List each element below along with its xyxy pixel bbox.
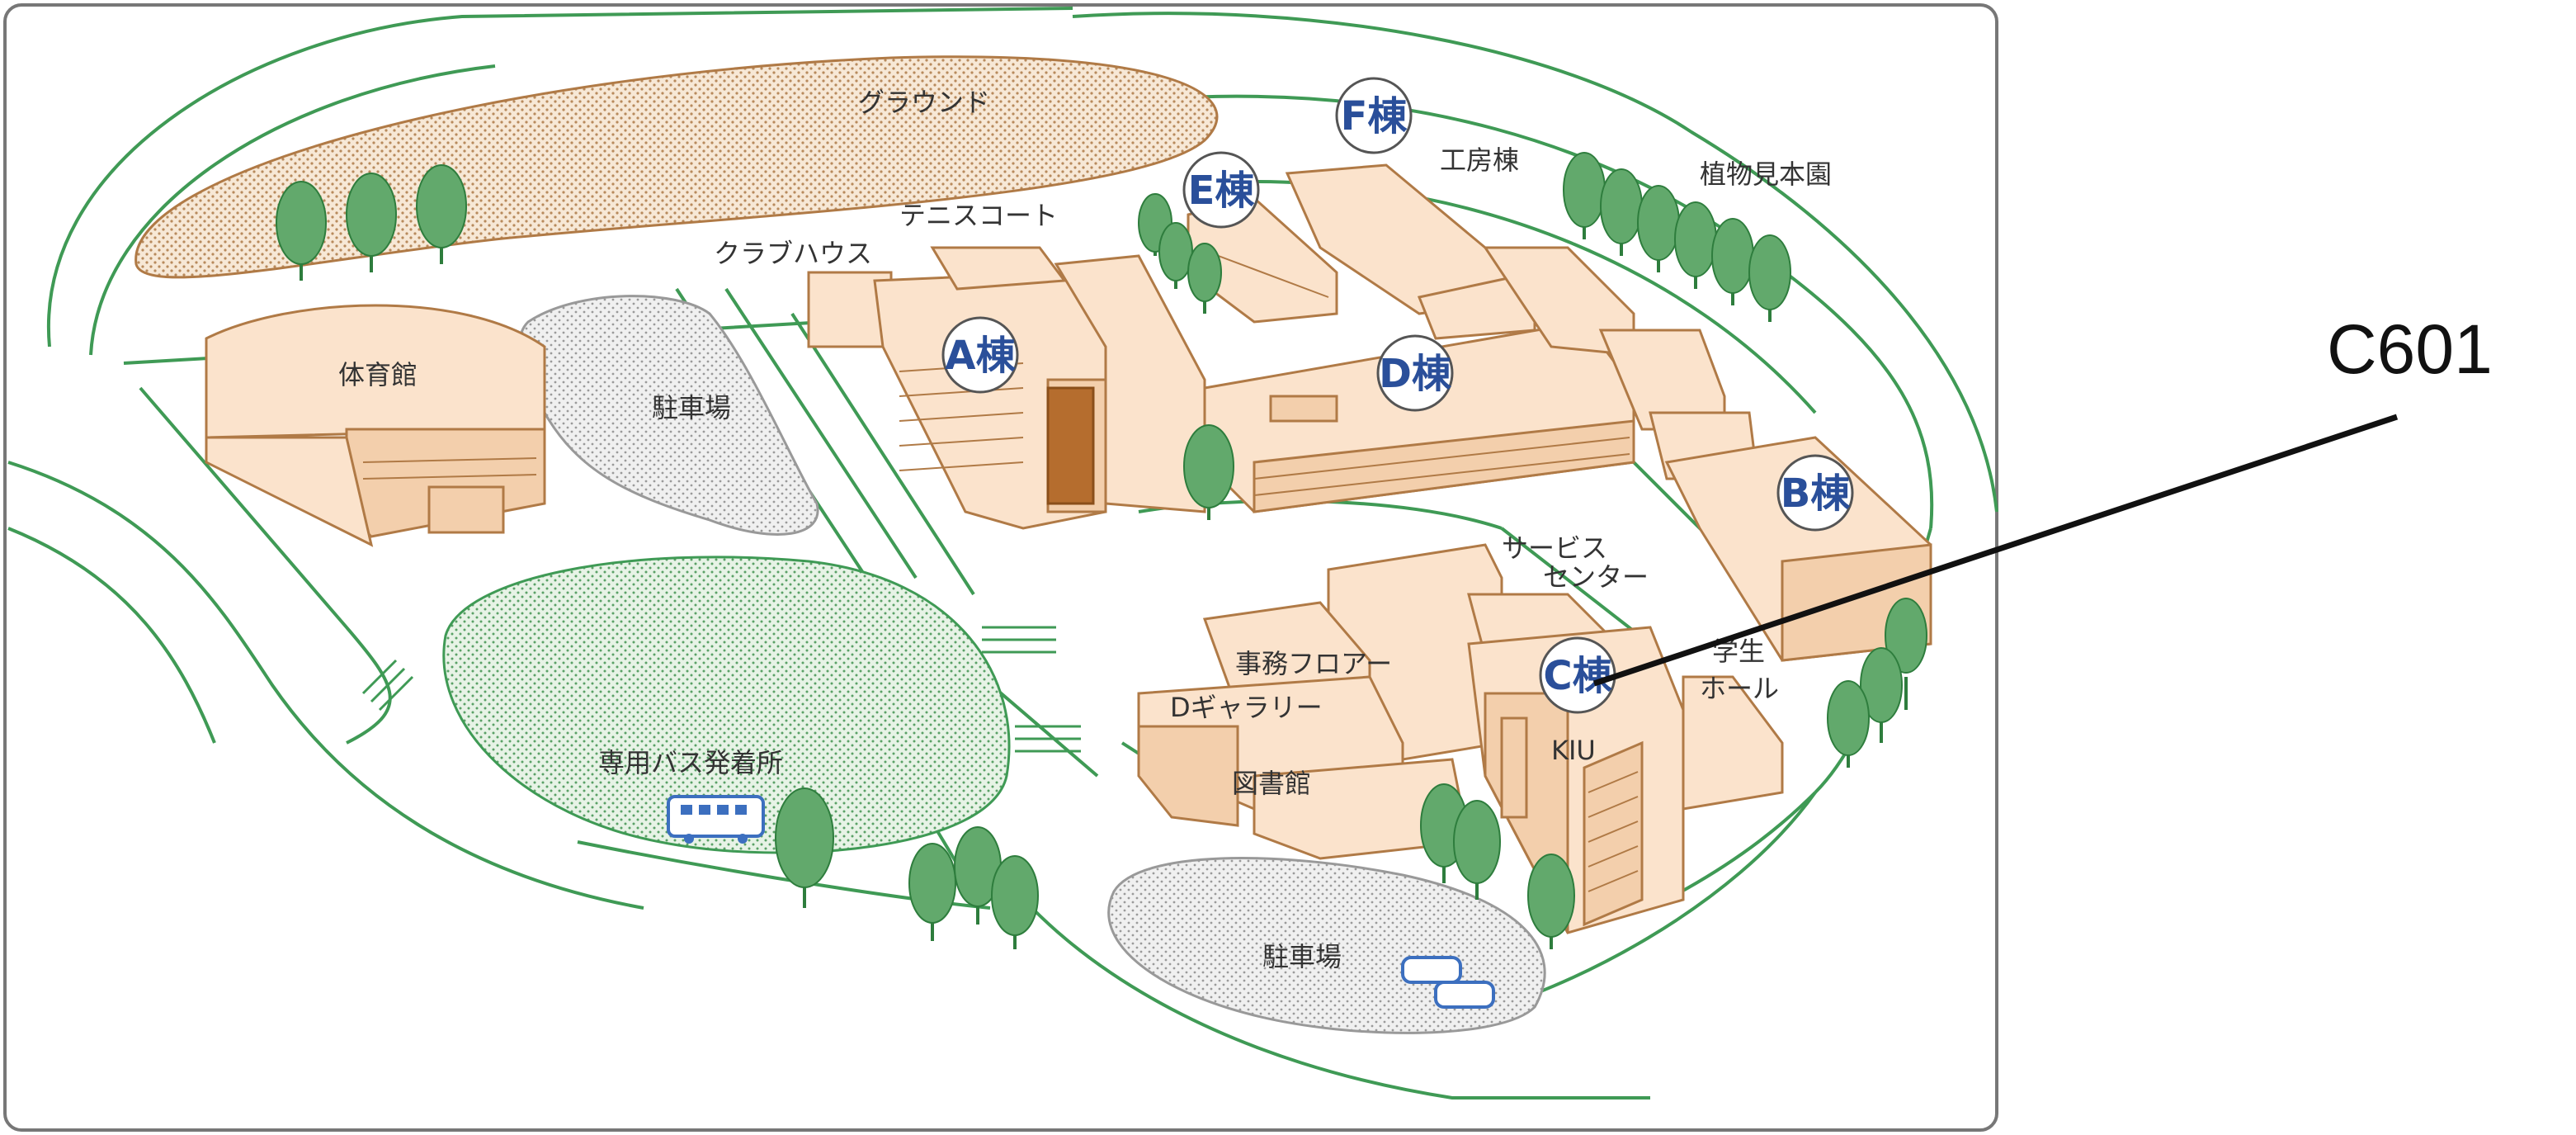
label-botanical-garden: 植物見本園 <box>1700 158 1832 190</box>
building-c-label: C棟 <box>1543 653 1612 699</box>
gym-building <box>205 304 546 547</box>
ground-area <box>134 55 1219 279</box>
label-clubhouse: クラブハウス <box>714 238 872 269</box>
tree <box>1527 854 1575 949</box>
stairs <box>361 626 1081 753</box>
building-a <box>807 246 1206 530</box>
label-tennis-court: テニスコート <box>899 200 1058 231</box>
tree <box>1748 234 1791 322</box>
building-b <box>1598 329 1932 662</box>
label-d-gallery: Dギャラリー <box>1170 692 1323 723</box>
callout-label: C601 <box>2327 310 2493 388</box>
label-hall: ホール <box>1700 673 1779 704</box>
tree <box>1827 680 1870 768</box>
bus-icon <box>667 795 765 844</box>
label-workshop: 工房棟 <box>1440 144 1519 176</box>
tree <box>991 855 1039 949</box>
tree <box>1187 243 1222 314</box>
label-center: センター <box>1543 561 1649 593</box>
tree <box>276 181 327 281</box>
building-f-label: F棟 <box>1341 93 1408 140</box>
kiu-sign-text: KIU <box>1551 735 1596 766</box>
tree <box>1674 201 1717 289</box>
building-b-label: B棟 <box>1781 471 1852 517</box>
building-a-marker: A棟 <box>941 316 1019 394</box>
building-d <box>1203 320 1635 513</box>
label-gym: 体育館 <box>338 359 418 390</box>
tree <box>1183 424 1234 520</box>
tree <box>1158 222 1193 289</box>
building-markers: A棟 B棟 C棟 D棟 E棟 F棟 <box>941 77 1854 714</box>
tree <box>346 173 397 272</box>
place-labels: グラウンド テニスコート クラブハウス 体育館 駐車場 工房棟 植物見本園 サー… <box>338 87 1832 972</box>
label-parking-2: 駐車場 <box>1262 941 1342 972</box>
tree <box>908 843 956 941</box>
building-f <box>1285 163 1635 357</box>
tree <box>1453 800 1501 900</box>
building-e-label: E棟 <box>1188 168 1256 214</box>
label-parking-1: 駐車場 <box>652 392 731 423</box>
tree <box>775 787 834 908</box>
building-d-label: D棟 <box>1379 351 1452 397</box>
building-c-marker: C棟 <box>1539 636 1616 714</box>
building-a-label: A棟 <box>945 333 1016 379</box>
building-b-marker: B棟 <box>1776 454 1854 532</box>
label-library: 図書館 <box>1232 768 1311 799</box>
trees <box>276 152 1927 949</box>
lawn-area <box>442 556 1011 854</box>
label-service: サービス <box>1502 532 1607 564</box>
kiu-sign: KIU <box>1551 735 1596 766</box>
label-ground: グラウンド <box>858 87 990 118</box>
car-icon <box>1401 956 1495 1009</box>
tree <box>416 164 467 264</box>
label-office-floor: 事務フロアー <box>1235 648 1392 679</box>
building-e-marker: E棟 <box>1182 151 1260 229</box>
tree <box>1860 647 1903 743</box>
callout-line <box>1592 414 2399 687</box>
callout: C601 <box>1592 310 2493 687</box>
tree <box>1885 598 1927 710</box>
label-bus-terminal: 専用バス発着所 <box>598 747 783 778</box>
building-f-marker: F棟 <box>1335 77 1413 154</box>
building-d-marker: D棟 <box>1376 334 1454 412</box>
